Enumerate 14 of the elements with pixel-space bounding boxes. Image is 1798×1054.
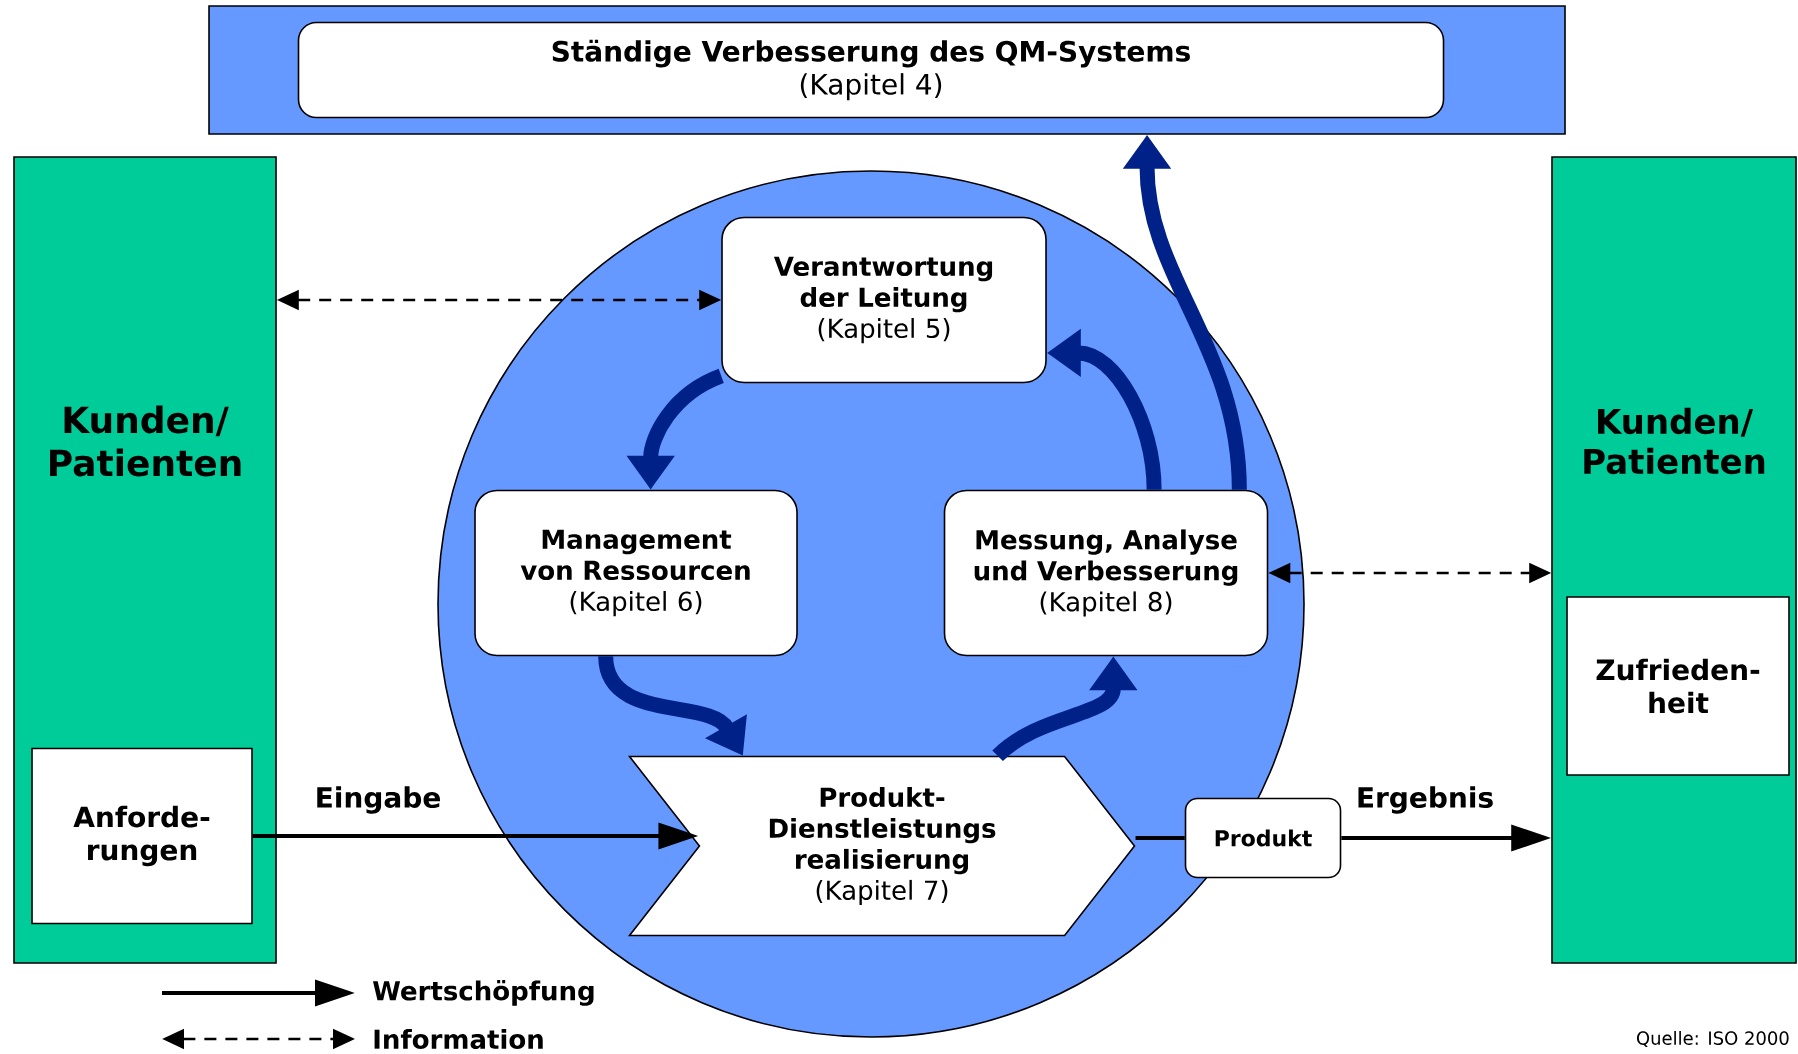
chevron-box: Produkt- Dienstleistungs realisierung (Kapitel 7) [627, 755, 1136, 937]
input-box: Anforde- rungen [31, 747, 253, 925]
process-box: Verantwortung der Leitung (Kapitel 5) [721, 216, 1047, 384]
connector-line [1135, 836, 1185, 840]
title-box: Ständige Verbesserung des QM-Systems (Kapitel 4) [297, 21, 1445, 119]
source-note: Quelle: ISO 2000 [1636, 1031, 1789, 1047]
result-box: Zufrieden- heit [1566, 596, 1790, 776]
process-box: Messung, Analyse und Verbesserung (Kapitel 8) [943, 489, 1269, 657]
edge-label: Eingabe [312, 784, 444, 816]
process-box: Management von Ressourcen (Kapitel 6) [474, 489, 798, 657]
output-box: Produkt [1184, 797, 1342, 879]
edge-label: Ergebnis [1353, 784, 1497, 816]
legend-label: Wertschöpfung [373, 980, 594, 1006]
legend-label: Information [374, 1028, 543, 1050]
